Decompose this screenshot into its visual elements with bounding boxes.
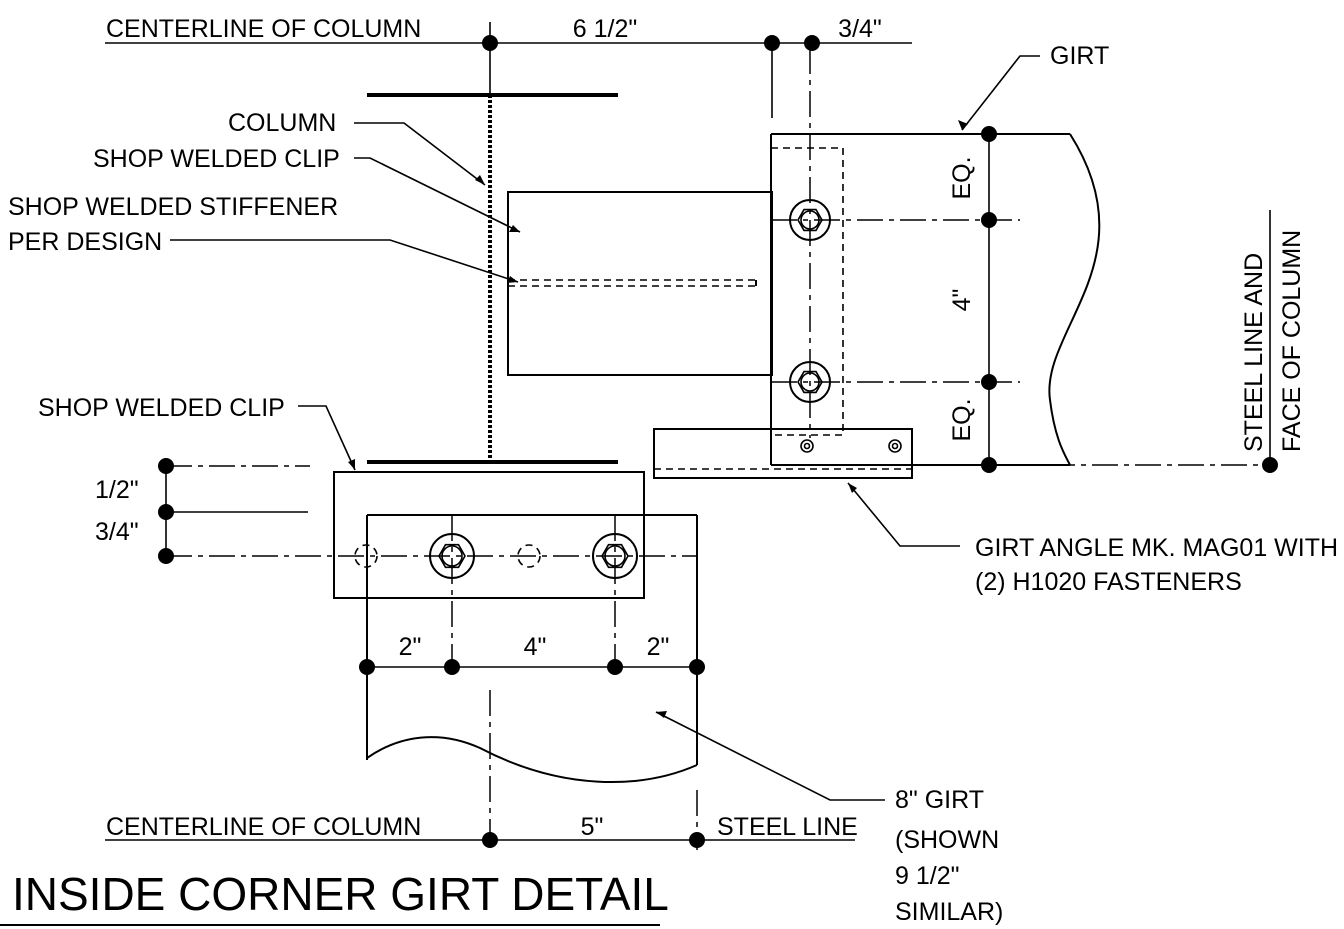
girt-angle-fastener-2 [888,439,902,453]
bottom-girt-break-line [366,736,698,784]
centerline-of-column-label-bottom: CENTERLINE OF COLUMN [106,813,421,841]
dimension-5: 5" [581,813,604,841]
steel-line-and-label: STEEL LINE AND [1240,253,1268,452]
face-of-column-label: FACE OF COLUMN [1278,230,1306,452]
dimension-1-2-left: 1/2" [95,476,139,504]
right-girt [770,133,1101,466]
shop-welded-clip-label-upper: SHOP WELDED CLIP [93,145,340,173]
girt-angle-label: GIRT ANGLE MK. MAG01 WITH [975,534,1338,562]
steel-line-label: STEEL LINE [717,813,858,841]
girt-angle [653,428,913,479]
eight-inch-girt-label: 8" GIRT [895,786,984,814]
upper-clip-plate [507,191,773,376]
shop-welded-clip-label-lower: SHOP WELDED CLIP [38,394,285,422]
dimension-3-4-left: 3/4" [95,518,139,546]
nine-half-label: 9 1/2" [895,862,959,890]
shop-welded-stiffener-label: SHOP WELDED STIFFENER [8,193,338,221]
girt-label: GIRT [1050,42,1109,70]
dimension-4-vertical: 4" [948,289,976,312]
centerline-of-column-label-top: CENTERLINE OF COLUMN [106,15,421,43]
dimension-4-bottom: 4" [524,633,547,661]
fasteners-label: (2) H1020 FASTENERS [975,568,1242,596]
dimension-6-1-2: 6 1/2" [573,15,637,43]
dimension-eq-top: EQ. [948,156,976,199]
girt-angle-fastener-1 [800,439,814,453]
dimension-3-4-top: 3/4" [838,15,882,43]
girt-break-line [1048,133,1101,466]
column [367,93,618,464]
similar-label: SIMILAR) [895,898,1003,926]
lower-clip-plate [333,471,645,599]
dimension-eq-bottom: EQ. [948,398,976,441]
right-clip-hidden [770,147,844,436]
dimension-2-right: 2" [647,633,670,661]
per-design-label: PER DESIGN [8,228,162,256]
column-label: COLUMN [228,109,336,137]
shown-label: (SHOWN [895,826,999,854]
hidden-hole-center [517,544,541,568]
dimension-2-left: 2" [399,633,422,661]
hidden-hole-left [354,544,378,568]
detail-title: INSIDE CORNER GIRT DETAIL [12,868,669,920]
